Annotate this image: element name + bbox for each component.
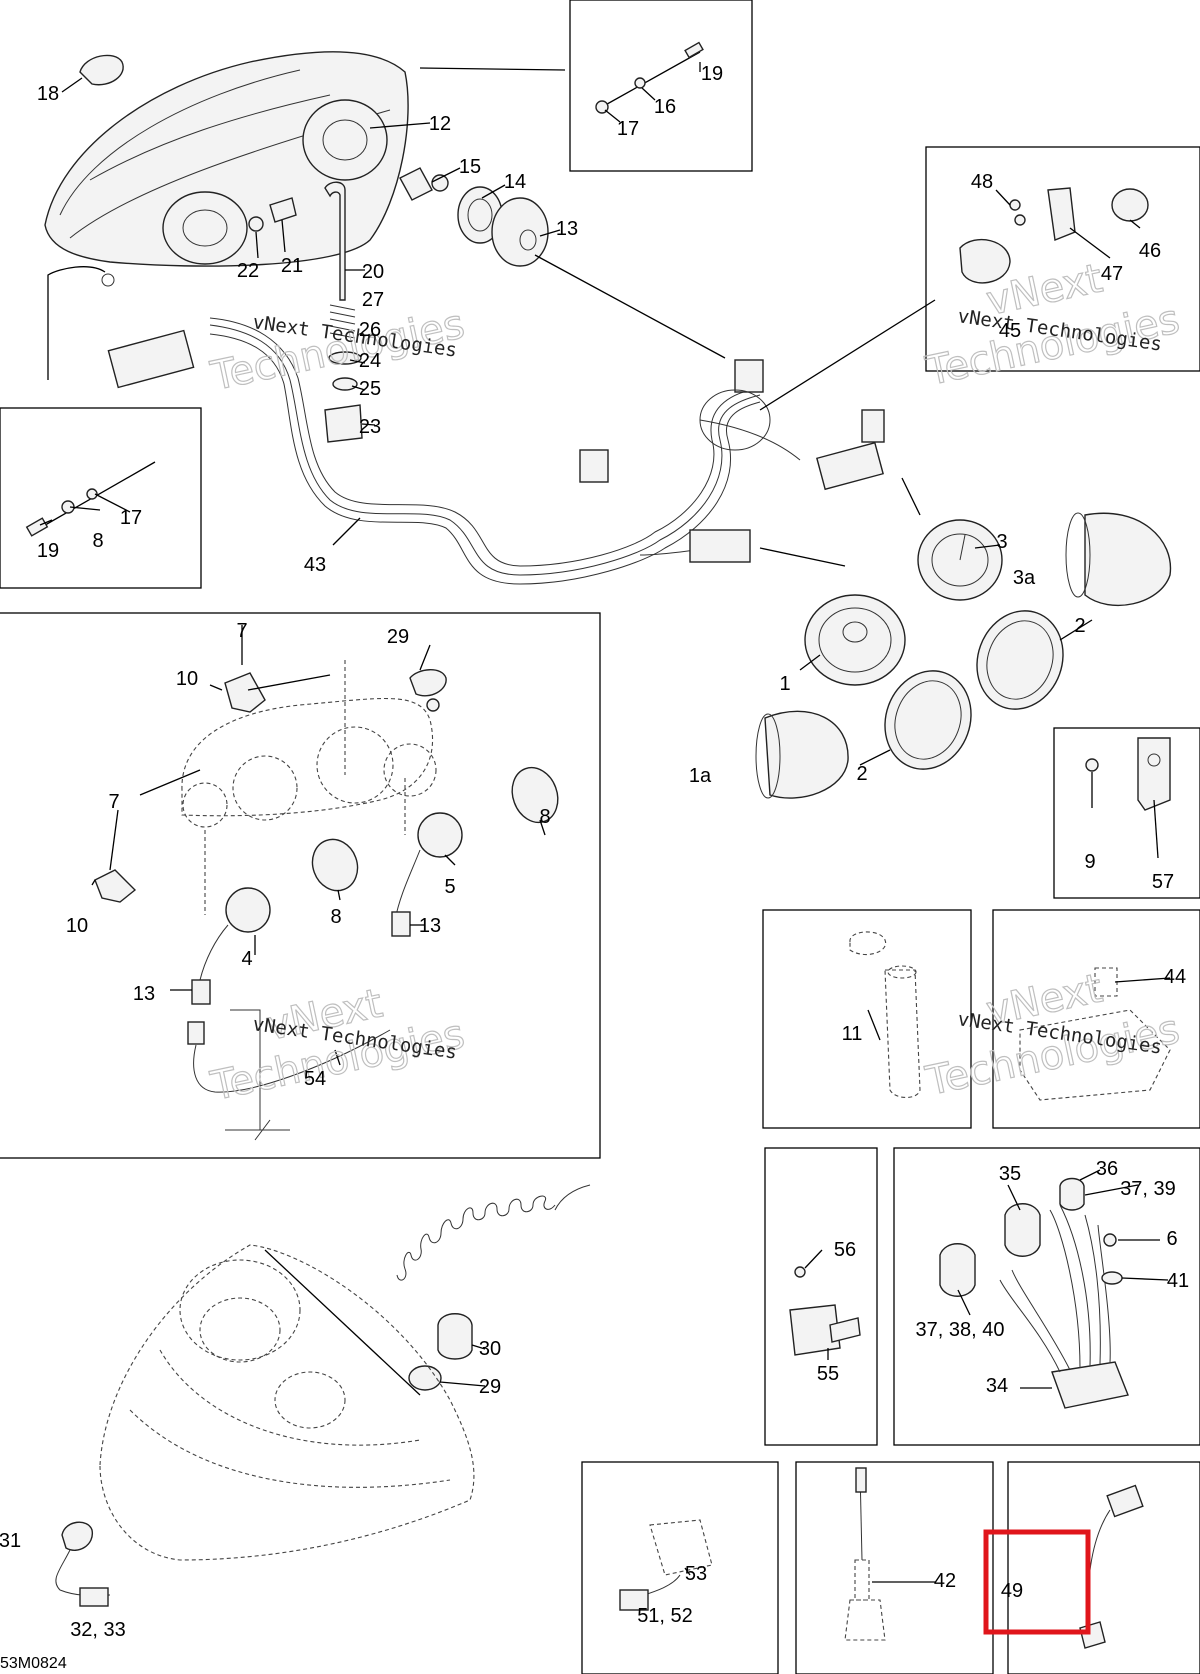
callout-label-24: 3 (996, 531, 1007, 553)
switch-53 (619, 1519, 713, 1611)
callout-label-4: 17 (617, 118, 639, 140)
gauge-set (755, 477, 1172, 799)
callout-label-12: 26 (359, 319, 381, 341)
callout-label-36: 8 (330, 906, 341, 928)
callout-label-43: 57 (1152, 871, 1174, 893)
callout-label-59: 53 (685, 1563, 707, 1585)
callout-label-25: 3a (1013, 567, 1036, 589)
callout-label-61: 42 (934, 1570, 956, 1592)
callout-label-7: 13 (556, 218, 578, 240)
callout-label-13: 24 (359, 350, 381, 372)
inset-box-voltage-regulator (893, 1147, 1200, 1446)
callout-label-27: 1 (779, 673, 790, 695)
callout-label-9: 21 (281, 255, 303, 277)
inset-box-fuse-box (992, 909, 1200, 1129)
inset-box-switch (581, 1461, 779, 1674)
callout-label-45: 44 (1164, 966, 1186, 988)
callout-label-20: 19 (37, 540, 59, 562)
callout-label-50: 37, 39 (1120, 1178, 1176, 1200)
callout-label-21: 8 (92, 530, 103, 552)
callout-label-57: 31 (0, 1530, 21, 1552)
callout-label-15: 23 (359, 416, 381, 438)
callout-label-5: 15 (459, 156, 481, 178)
part-clip-18 (79, 54, 124, 86)
callout-label-39: 13 (419, 915, 441, 937)
callout-label-29: 1a (689, 765, 712, 787)
callout-label-42: 9 (1084, 851, 1095, 873)
callout-label-38: 4 (241, 948, 252, 970)
callout-label-51: 6 (1166, 1228, 1177, 1250)
callout-label-2: 19 (701, 63, 723, 85)
callout-label-62: 49 (1001, 1580, 1023, 1602)
instrument-cluster-drawing (94, 660, 559, 1141)
callout-label-56: 29 (479, 1376, 501, 1398)
callout-label-41: 54 (304, 1068, 326, 1090)
callout-label-18: 47 (1101, 263, 1123, 285)
callout-label-34: 7 (108, 791, 119, 813)
callout-label-35: 10 (66, 915, 88, 937)
callout-label-28: 2 (856, 763, 867, 785)
callout-label-58: 32, 33 (70, 1619, 126, 1641)
callout-label-31: 10 (176, 668, 198, 690)
callout-label-19: 45 (999, 320, 1021, 342)
callout-label-1: 12 (429, 113, 451, 135)
wiring-harness (47, 67, 936, 585)
speed-sensor-49 (1079, 1484, 1144, 1649)
inset-box-sensor (764, 1147, 878, 1446)
callout-label-14: 25 (359, 378, 381, 400)
callout-label-32: 29 (387, 626, 409, 648)
callout-label-53: 37, 38, 40 (916, 1319, 1005, 1341)
callout-label-52: 41 (1167, 1270, 1189, 1292)
tether-cord-30 (396, 1184, 591, 1391)
callout-label-30: 7 (236, 620, 247, 642)
fuel-sender-11 (849, 931, 921, 1099)
bulb-and-seal-parts (399, 167, 549, 267)
temp-sensor-42 (844, 1467, 886, 1641)
callout-label-40: 13 (133, 983, 155, 1005)
callout-label-48: 35 (999, 1163, 1021, 1185)
inset-box-fuel-sender (762, 909, 972, 1129)
callout-label-10: 20 (362, 261, 384, 283)
callout-label-3: 16 (654, 96, 676, 118)
fastener-set-top (595, 41, 704, 114)
inset-box-speed-sensor (1007, 1461, 1200, 1674)
callout-label-22: 17 (120, 507, 142, 529)
callout-label-47: 55 (817, 1363, 839, 1385)
sensor-55 (789, 1266, 861, 1356)
callout-label-37: 5 (444, 876, 455, 898)
callout-label-8: 22 (237, 260, 259, 282)
callout-label-0: 18 (37, 83, 59, 105)
callout-label-54: 34 (986, 1375, 1008, 1397)
drawing-code: 53M0824 (0, 1655, 67, 1672)
callout-label-44: 11 (842, 1023, 863, 1045)
callout-label-33: 8 (539, 806, 550, 828)
headlight-drawing (44, 51, 409, 287)
voltage-regulator-34 (939, 1177, 1129, 1409)
callout-label-17: 46 (1139, 240, 1161, 262)
callout-label-60: 51, 52 (637, 1605, 693, 1627)
inset-box-fastener-top (569, 0, 753, 172)
callout-label-11: 27 (362, 289, 384, 311)
adjuster-stack (248, 181, 363, 443)
callout-label-6: 14 (504, 171, 526, 193)
bracket-57 (1085, 737, 1171, 811)
callout-label-46: 56 (834, 1239, 856, 1261)
callout-label-23: 43 (304, 554, 326, 576)
highlight-box-part-49 (983, 1529, 1091, 1635)
front-housing-31 (55, 1244, 475, 1607)
leader-lines (39, 62, 1171, 1583)
inset-box-buzzer (925, 146, 1200, 372)
callout-label-16: 48 (971, 171, 993, 193)
inset-box-fastener-left (0, 407, 202, 589)
callout-label-26: 2 (1074, 615, 1085, 637)
callout-label-49: 36 (1096, 1158, 1118, 1180)
inset-box-instrument-cluster (0, 612, 601, 1159)
inset-box-temp-sensor (795, 1461, 994, 1674)
inset-box-bracket (1053, 727, 1200, 899)
callout-label-55: 30 (479, 1338, 501, 1360)
